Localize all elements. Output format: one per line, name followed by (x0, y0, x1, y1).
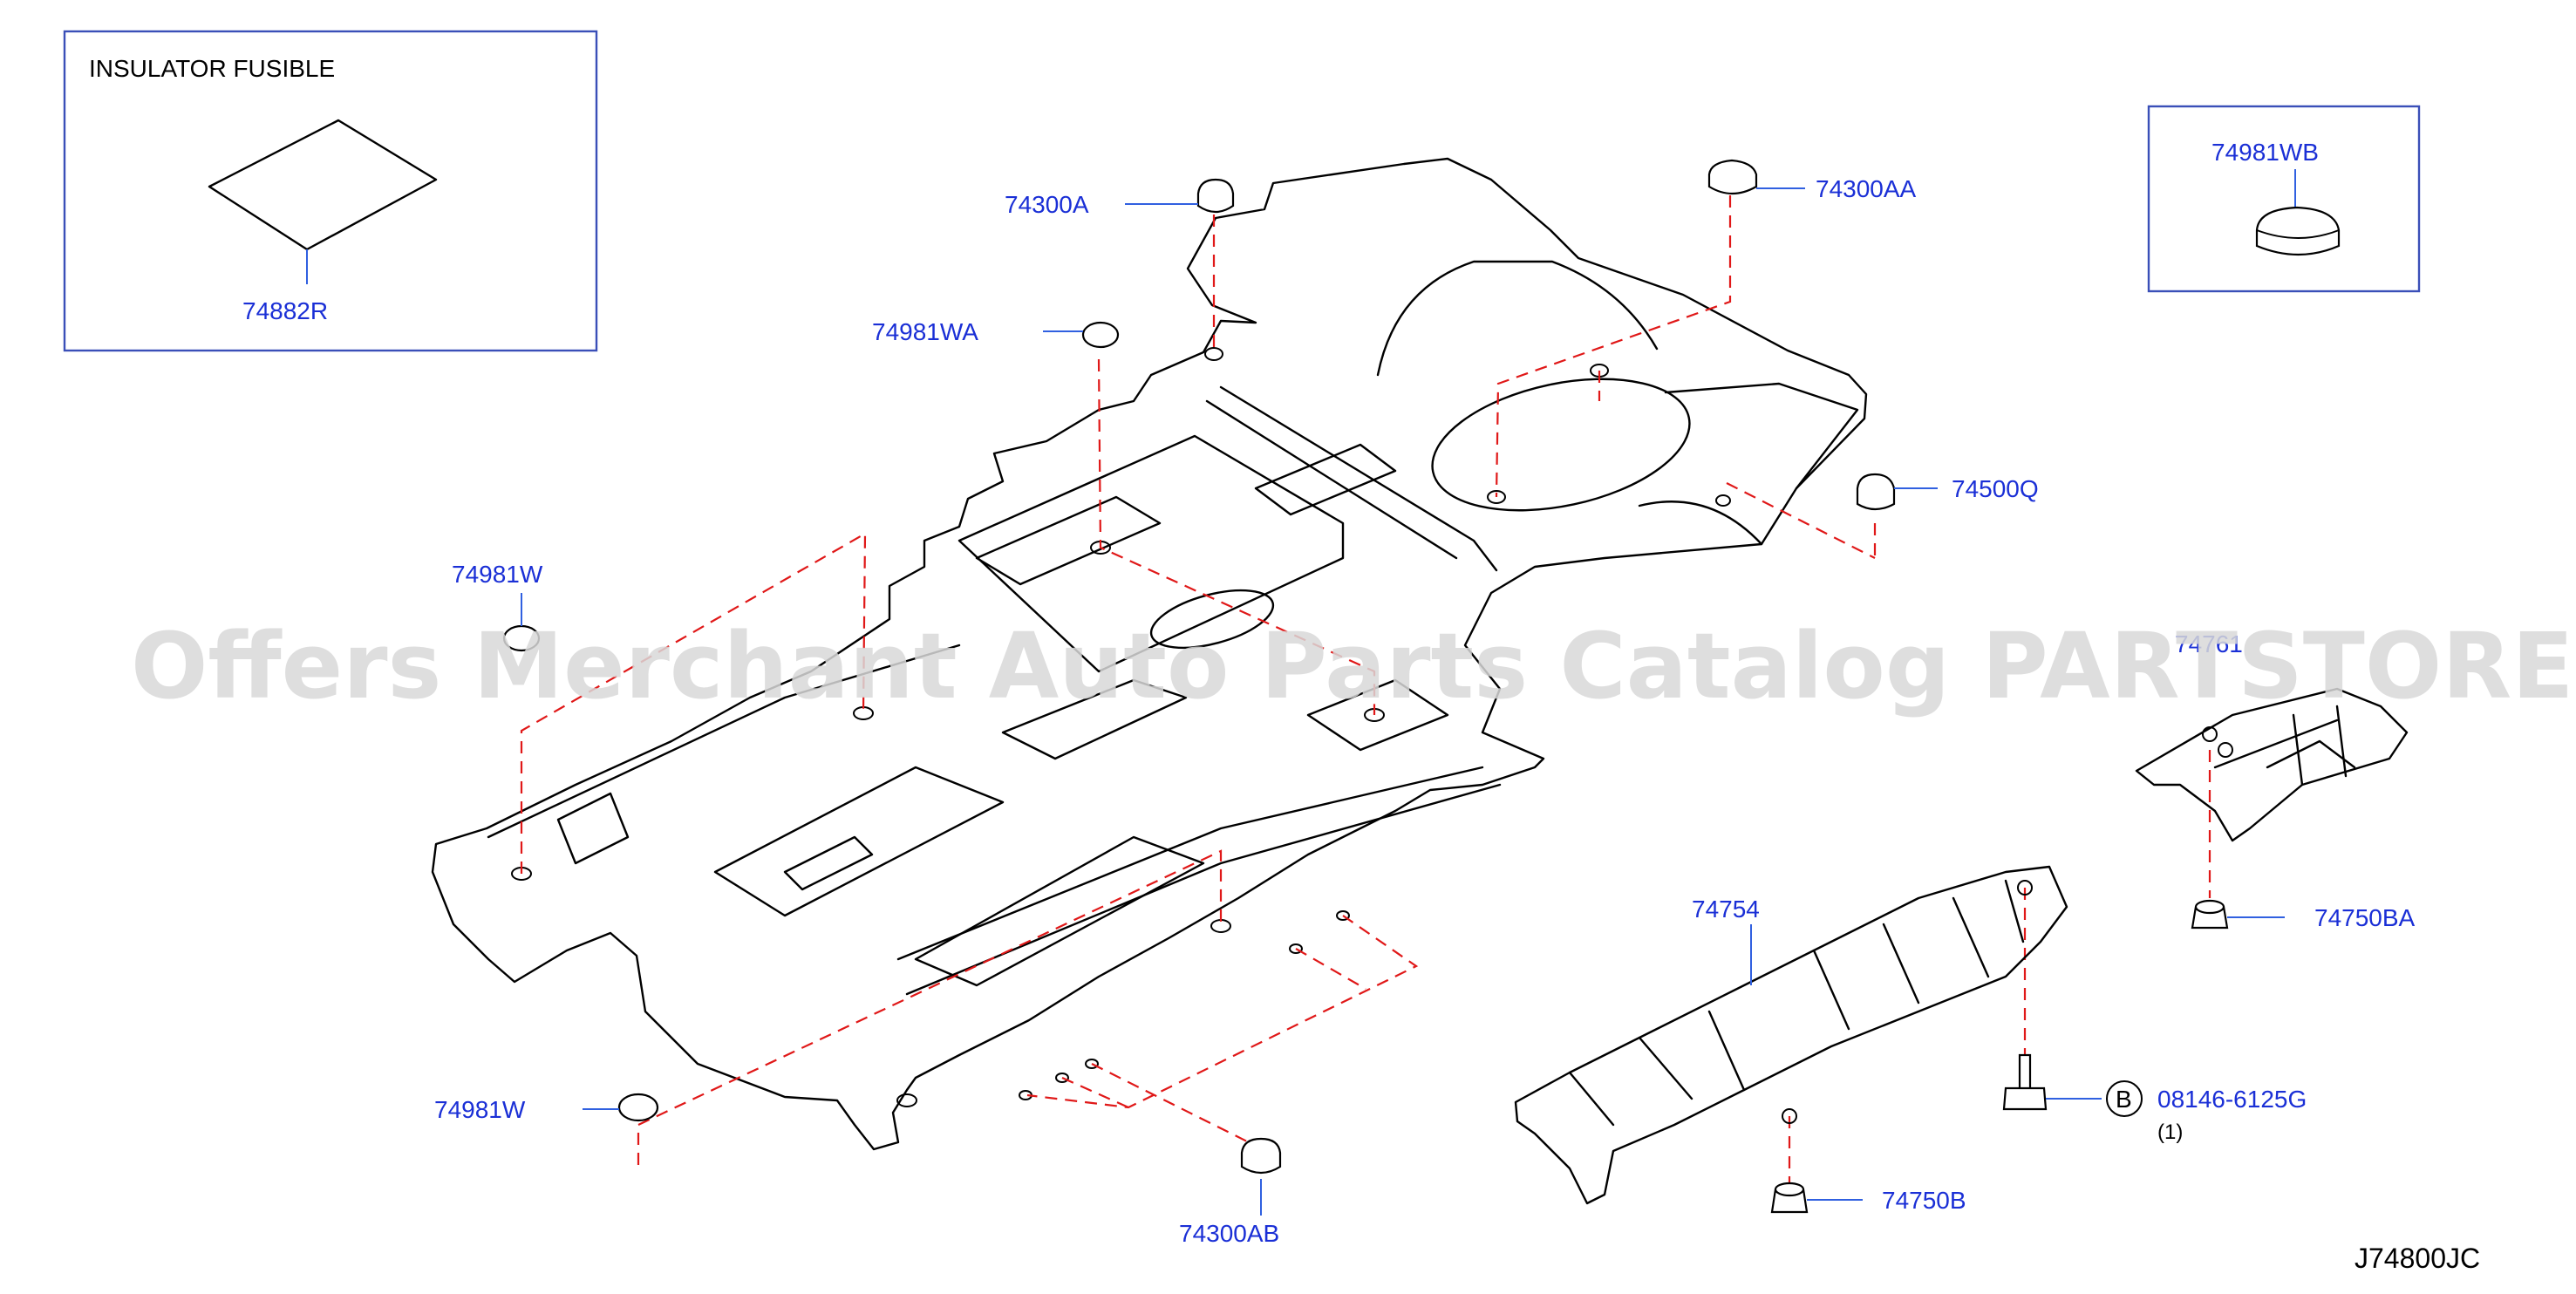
plug-74981W-lower-shape (617, 1093, 659, 1122)
insulator-box: INSULATOR FUSIBLE 74882R (63, 30, 598, 352)
part-label-74500Q[interactable]: 74500Q (1952, 475, 2039, 502)
insulator-sheet-shape (208, 119, 438, 251)
part-label-74981W-upper[interactable]: 74981W (452, 561, 543, 588)
bolt-marker-circle (2106, 1080, 2143, 1117)
plug-74300A-shape (1196, 178, 1235, 214)
part-label-08146-6125G[interactable]: 08146-6125G (2157, 1086, 2307, 1113)
part-label-74981WA[interactable]: 74981WA (872, 318, 978, 345)
floor-panel-shape (431, 157, 1868, 1151)
rear-crossmember (1219, 385, 1498, 572)
bolt-08146-shape (2002, 1053, 2048, 1111)
part-label-74300AA[interactable]: 74300AA (1816, 175, 1917, 202)
diagram-code: J74800JC (2355, 1243, 2480, 1274)
part-label-74750BA[interactable]: 74750BA (2314, 904, 2416, 931)
plug-74981WB-shape (2255, 206, 2341, 256)
heat-shield-74754-shape (1514, 865, 2068, 1205)
part-label-74754[interactable]: 74754 (1692, 896, 1760, 923)
plug-74300AB-shape (1240, 1137, 1282, 1175)
plug-74300AA-shape (1707, 159, 1758, 195)
plug-74981WA-shape (1081, 321, 1120, 349)
plug-74500Q-shape (1856, 473, 1896, 511)
part-label-74761[interactable]: 74761 (2175, 630, 2243, 657)
part-label-74981W-lower[interactable]: 74981W (434, 1096, 526, 1123)
insulator-box-frame (63, 30, 598, 352)
nut-74750B-shape (1770, 1182, 1809, 1214)
watermark-text: Offers Merchant Auto Parts Catalog PARTS… (131, 613, 2576, 719)
nut-74750BA-shape (2191, 899, 2229, 930)
part-label-74882R[interactable]: 74882R (242, 297, 328, 324)
fastener-lines (520, 195, 2211, 1186)
insulator-heading: INSULATOR FUSIBLE (89, 55, 335, 82)
center-tunnel (957, 434, 1345, 673)
bolt-quantity: (1) (2157, 1120, 2183, 1144)
inset-box-frame (2147, 105, 2421, 293)
front-pan-right (914, 835, 1205, 987)
spare-tire-well (1431, 378, 1691, 512)
inset-plug-box: 74981WB (2147, 105, 2421, 293)
bolt-marker-letter: B (2116, 1086, 2132, 1113)
heat-shield-74761-shape (2135, 687, 2409, 842)
front-pan-left (713, 766, 1005, 917)
bolt-callout[interactable]: B 08146-6125G (1) (2106, 1080, 2307, 1144)
part-label-74300A[interactable]: 74300A (1005, 191, 1089, 218)
part-label-74981WB[interactable]: 74981WB (2211, 139, 2319, 166)
part-label-74300AB[interactable]: 74300AB (1179, 1220, 1279, 1247)
leader-lines (521, 187, 2285, 1216)
part-label-74750B[interactable]: 74750B (1882, 1187, 1966, 1214)
